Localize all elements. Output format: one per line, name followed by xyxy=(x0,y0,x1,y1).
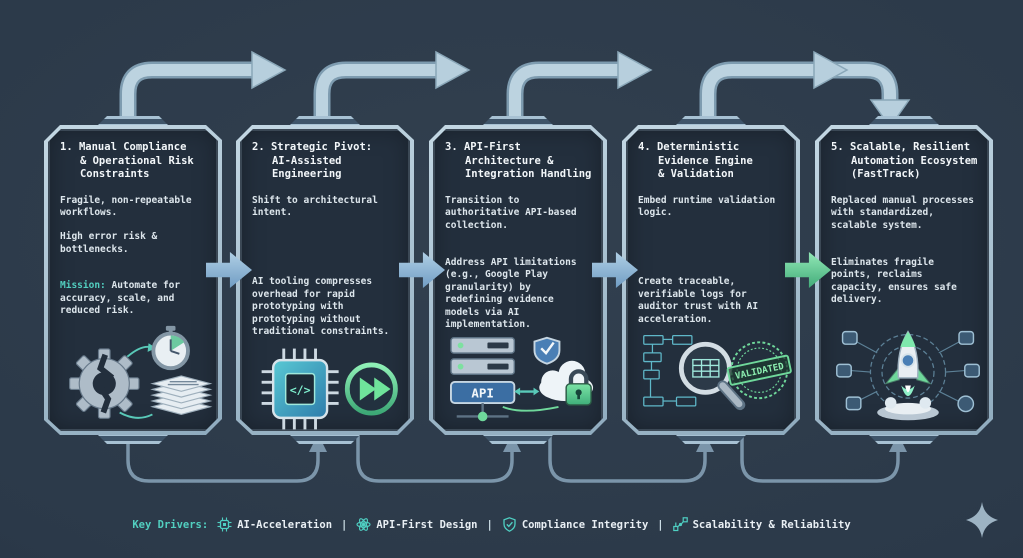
rocket-launch-icon xyxy=(877,332,939,421)
stopwatch-icon xyxy=(153,326,188,368)
stage5-artwork xyxy=(831,323,979,425)
stage-panel-5: 5. Scalable, Resilient Automation Ecosys… xyxy=(815,116,993,444)
stage4-title: 4. Deterministic Evidence Engine & Valid… xyxy=(638,141,753,181)
validated-stamp-icon: VALIDATED xyxy=(723,337,792,404)
panel-bottom-notch xyxy=(288,433,362,444)
panel-bottom-notch xyxy=(96,433,170,444)
document-stack-icon xyxy=(152,376,210,415)
stage3-title: 3. API-First Architecture & Integration … xyxy=(445,141,592,181)
stage4-paragraph-1: Embed runtime validation logic. xyxy=(638,194,776,219)
arrowhead-stage2-to-3 xyxy=(435,50,471,90)
panel-frame: 2. Strategic Pivot: AI-Assisted Engineer… xyxy=(236,125,414,435)
arrowhead-stage1-to-2 xyxy=(251,50,287,90)
magnifier-flowchart-icon xyxy=(644,336,740,406)
panel-bottom-notch xyxy=(481,433,555,444)
stage4-artwork: VALIDATED xyxy=(638,326,786,426)
stage-panel-4: 4. Deterministic Evidence Engine & Valid… xyxy=(622,116,800,444)
panel-bottom-notch xyxy=(674,433,748,444)
shield-check-icon xyxy=(534,337,559,363)
stage2-title: 2. Strategic Pivot: AI-Assisted Engineer… xyxy=(252,141,373,181)
stage2-artwork: </> xyxy=(252,339,400,439)
arrowhead-stage3-to-4 xyxy=(617,50,653,90)
code-glyph: </> xyxy=(290,382,311,396)
stage2-paragraph-1: Shift to architectural intent. xyxy=(252,194,378,219)
stage1-artwork xyxy=(60,323,208,425)
stage1-mission: Mission: Automate for accuracy, scale, a… xyxy=(60,280,208,318)
panel-frame: 5. Scalable, Resilient Automation Ecosys… xyxy=(815,125,993,435)
broken-gear-icon xyxy=(70,349,139,418)
top-pipe-arrows xyxy=(122,50,911,129)
ai-chip-icon: </> xyxy=(262,348,339,429)
panel-bottom-notch xyxy=(867,433,941,444)
arrowhead-stage4-to-5 xyxy=(813,50,849,90)
panel-top-notch xyxy=(481,116,555,127)
panel-frame: 3. API-First Architecture & Integration … xyxy=(429,125,607,435)
server-stack-icon xyxy=(451,337,514,373)
stage1-title: 1. Manual Compliance & Operational Risk … xyxy=(60,141,194,181)
network-nodes-icon xyxy=(672,517,688,532)
key-driver-ai-acceleration: AI-Acceleration xyxy=(217,517,332,532)
panel-top-notch xyxy=(288,116,362,127)
stage5-title: 5. Scalable, Resilient Automation Ecosys… xyxy=(831,141,978,181)
stage2-paragraph-2: AI tooling compresses overhead for rapid… xyxy=(252,275,390,338)
down-arrowhead-into-stage5 xyxy=(869,99,911,129)
key-driver-compliance-integrity: Compliance Integrity xyxy=(502,517,648,532)
mission-label: Mission: xyxy=(60,280,106,292)
separator: | xyxy=(657,518,664,531)
panel-frame: 1. Manual Compliance & Operational Risk … xyxy=(44,125,222,435)
stage4-paragraph-2: Create traceable, verifiable logs for au… xyxy=(638,275,759,325)
orbit-nodes-icon xyxy=(837,332,979,412)
api-atom-icon xyxy=(356,518,371,531)
panel-frame: 4. Deterministic Evidence Engine & Valid… xyxy=(622,125,800,435)
stage3-paragraph-1: Transition to authoritative API-based co… xyxy=(445,194,577,231)
bottom-return-lines xyxy=(126,436,900,483)
stage3-artwork: API xyxy=(445,332,593,428)
key-drivers-bar: Key Drivers: AI-Acceleration | xyxy=(0,517,983,532)
stage-panel-2: 2. Strategic Pivot: AI-Assisted Engineer… xyxy=(236,116,414,444)
stage3-paragraph-2: Address API limitations (e.g., Google Pl… xyxy=(445,256,577,331)
fast-forward-icon xyxy=(347,365,395,413)
separator: | xyxy=(486,518,493,531)
api-label: API xyxy=(471,385,494,400)
sparkle-icon xyxy=(966,502,998,538)
mission-text: Automate for accuracy, scale, and reduce… xyxy=(60,280,181,317)
key-driver-api-first-design: API-First Design xyxy=(356,517,478,532)
shield-check-icon xyxy=(503,517,516,532)
stage5-paragraph-2: Eliminates fragile points, reclaims capa… xyxy=(831,256,957,306)
api-box-icon: API xyxy=(451,382,514,403)
stage1-paragraph-1: Fragile, non-repeatable workflows. xyxy=(60,194,192,219)
stage-panel-3: 3. API-First Architecture & Integration … xyxy=(429,116,607,444)
panel-top-notch xyxy=(867,116,941,127)
teal-link-arrow xyxy=(127,347,150,357)
key-driver-scalability-reliability: Scalability & Reliability xyxy=(672,517,851,532)
stage1-paragraph-2: High error risk & bottlenecks. xyxy=(60,230,158,255)
key-drivers-label: Key Drivers: xyxy=(132,518,209,531)
stage-panel-1: 1. Manual Compliance & Operational Risk … xyxy=(44,116,222,444)
stage5-paragraph-1: Replaced manual processes with standardi… xyxy=(831,194,974,231)
panel-top-notch xyxy=(96,116,170,127)
panel-top-notch xyxy=(674,116,748,127)
ai-chip-icon xyxy=(217,517,232,532)
separator: | xyxy=(341,518,348,531)
cloud-lock-icon xyxy=(539,361,593,405)
